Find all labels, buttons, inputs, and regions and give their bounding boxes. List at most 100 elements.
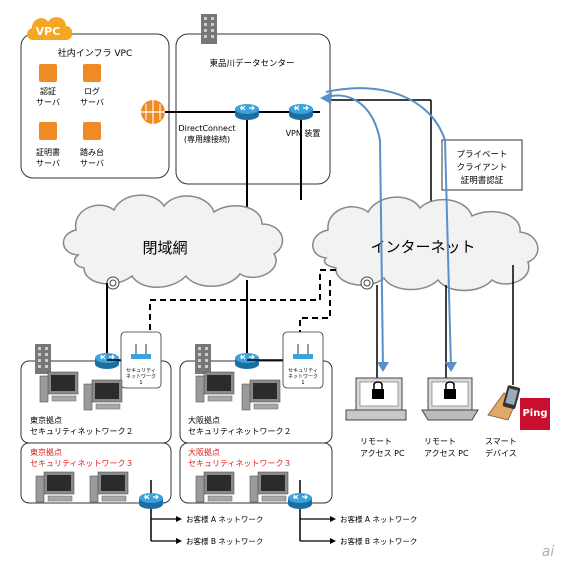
datacenter-box — [175, 33, 331, 185]
vpc-badge: VPC — [36, 25, 61, 38]
tokyo-router-icon — [94, 352, 120, 370]
osaka-pc2-icon — [241, 379, 281, 411]
log-server-icon — [83, 64, 101, 82]
osaka-customer-b-arrowhead — [330, 538, 336, 544]
tokyo-sec2-line2: セキュリティネットワーク２ — [30, 427, 134, 436]
osaka-pc3-icon — [195, 471, 235, 503]
osaka-customer-a-label: お客様 A ネットワーク — [340, 514, 417, 524]
tokyo-pc2-icon — [83, 379, 123, 411]
osaka-customer-a-arrowhead — [330, 516, 336, 522]
server-bastion-line2: サーバ — [80, 159, 104, 168]
ping-logo-text: Ping — [522, 408, 547, 419]
smart-device-line2: デバイス — [485, 448, 517, 458]
cert-box-line2: クライアント — [457, 163, 508, 173]
server-cert: 証明書 サーバ — [36, 122, 60, 168]
directconnect-label-line2: (専用線接続) — [184, 134, 230, 144]
tokyo-pc1-icon — [39, 371, 79, 403]
osaka-sec3-line1: 大阪拠点 — [188, 447, 220, 457]
server-bastion-line1: 踏み台 — [80, 147, 104, 157]
tokyo-customer-b-arrowhead — [176, 538, 182, 544]
osaka-customer-router-icon — [287, 492, 313, 510]
tokyo-sec3-line1: 東京拠点 — [30, 447, 62, 457]
vpn-gateway-icon — [141, 100, 165, 124]
remote-pc1-line1: リモート — [360, 437, 392, 446]
server-bastion: 踏み台 サーバ — [80, 122, 104, 168]
osaka-sec3-line2: セキュリティネットワーク３ — [188, 459, 292, 468]
tokyo-sec1-line1: セキュリティ — [126, 368, 156, 374]
vpn-device-label: VPN 装置 — [286, 128, 321, 138]
tokyo-sec2-line1: 東京拠点 — [30, 415, 62, 425]
remote-pc2-vpn-arrow — [325, 87, 452, 369]
cert-server-icon — [39, 122, 57, 140]
remote-pc1-line2: アクセス PC — [360, 449, 405, 458]
vpn-arrowhead — [320, 92, 332, 104]
osaka-pc4-icon — [249, 471, 289, 503]
ping-logo: Ping — [520, 398, 550, 430]
tokyo-pc4-icon — [89, 471, 129, 503]
remote-pc2-line2: アクセス PC — [424, 449, 469, 458]
cert-box-line3: 証明書認証 — [461, 175, 504, 186]
cert-box-line1: プライベート — [456, 150, 507, 160]
tokyo-sec3-box — [20, 442, 172, 504]
directconnect-label-line1: DirectConnect — [178, 124, 235, 133]
vpc-box — [20, 33, 170, 179]
remote-pc2-arrowhead — [445, 362, 457, 372]
osaka-sec3-box — [179, 442, 333, 504]
lock-icon — [444, 389, 456, 399]
datacenter-title: 東品川データセンター — [209, 58, 294, 69]
cert-auth-box — [441, 139, 523, 191]
server-auth: 認証 サーバ — [36, 64, 60, 107]
tokyo-customer-a-label: お客様 A ネットワーク — [186, 514, 263, 524]
internet-label: インターネット — [370, 238, 475, 256]
server-cert-line2: サーバ — [36, 159, 60, 168]
smart-device-line1: スマート — [485, 437, 517, 446]
osaka-customer-b-label: お客様 B ネットワーク — [340, 536, 417, 546]
watermark-logo: ai — [542, 544, 555, 560]
tokyo-pc3-icon — [35, 471, 75, 503]
osaka-building-icon — [195, 344, 211, 374]
server-auth-line1: 認証 — [40, 86, 56, 96]
tokyo-customer-router-icon — [138, 492, 164, 510]
closed-network-cloud — [62, 194, 284, 288]
datacenter-building-icon — [201, 14, 217, 44]
vpc-title: 社内インフラ VPC — [58, 47, 132, 59]
bastion-server-icon — [83, 122, 101, 140]
tokyo-sec1-line3: 1 — [139, 380, 142, 386]
internet-modem-icon — [360, 276, 374, 290]
osaka-sec1-line3: 1 — [301, 380, 304, 386]
server-auth-line2: サーバ — [36, 98, 60, 107]
remote-pc1-arrowhead — [377, 362, 389, 372]
remote-pc2-line1: リモート — [424, 437, 456, 446]
osaka-pc1-icon — [195, 371, 235, 403]
tokyo-customer-a-arrowhead — [176, 516, 182, 522]
server-log-line1: ログ — [84, 86, 100, 96]
server-log-line2: サーバ — [80, 98, 104, 107]
tokyo-customer-b-label: お客様 B ネットワーク — [186, 536, 263, 546]
tokyo-building-icon — [35, 344, 51, 374]
osaka-router-icon — [234, 352, 260, 370]
closed-modem-icon — [106, 276, 120, 290]
tokyo-sec3-line2: セキュリティネットワーク３ — [30, 459, 134, 468]
remote-pc1-icon — [345, 377, 407, 421]
smart-device-icon — [487, 385, 521, 421]
closed-network-label: 閉域網 — [142, 239, 187, 257]
tokyo-sec1-line2: ネットワーク — [126, 374, 156, 380]
osaka-sec1-line2: ネットワーク — [288, 374, 318, 380]
tokyo-sec1-box — [120, 331, 162, 389]
tokyo-dashed-line — [149, 269, 336, 340]
vpc-cloud-icon — [27, 17, 73, 40]
osaka-sec1-box — [282, 331, 324, 389]
remote-pc2-icon — [421, 377, 479, 421]
vpn-router-icon — [288, 103, 314, 121]
osaka-dashed-line — [299, 280, 331, 340]
server-log: ログ サーバ — [80, 64, 104, 107]
osaka-sec2-line2: セキュリティネットワーク２ — [188, 427, 292, 436]
server-cert-line1: 証明書 — [36, 147, 60, 157]
osaka-sec2-line1: 大阪拠点 — [188, 415, 220, 425]
directconnect-router-icon — [234, 103, 260, 121]
auth-server-icon — [39, 64, 57, 82]
lock-icon — [372, 389, 384, 399]
osaka-sec1-line1: セキュリティ — [288, 368, 318, 374]
